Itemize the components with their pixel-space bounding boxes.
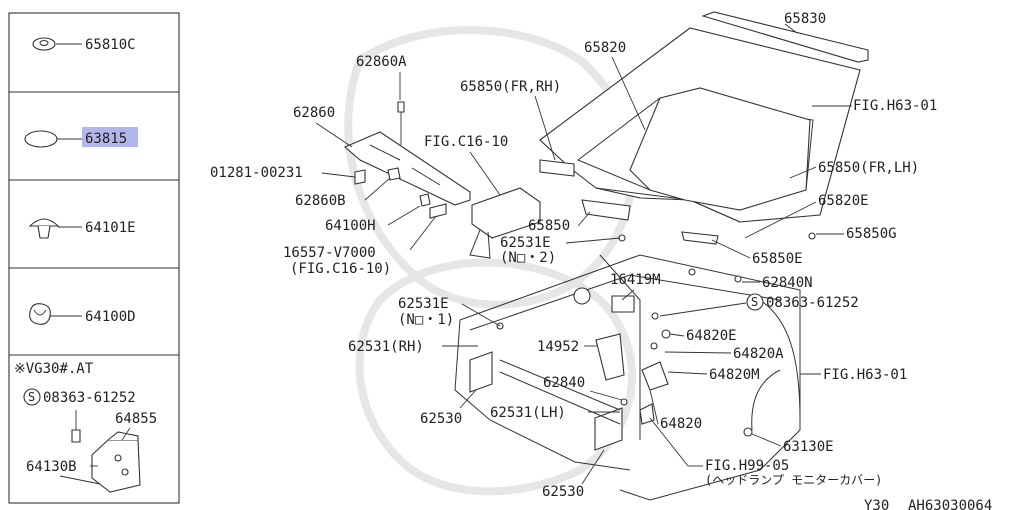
svg-text:S: S [28,390,35,404]
bracket-drawing [59,410,141,493]
option-bolt-label[interactable]: 08363-61252 [43,390,136,406]
callout-63130e[interactable]: 63130E [783,439,834,455]
part-label-64855[interactable]: 64855 [115,411,157,427]
callout-62531e-1[interactable]: 62531E [398,296,449,312]
callout-64820m[interactable]: 64820M [709,367,760,383]
callout-62531e-1-note: (N□・1) [398,312,454,328]
callout-62531-rh[interactable]: 62531(RH) [348,339,424,355]
hood-hinge-lh[interactable] [681,231,719,245]
part-cell-64100d[interactable]: 64100D [29,303,136,325]
callout-62530-bottom[interactable]: 62530 [542,484,584,500]
hood-insulator[interactable] [629,87,811,211]
watermark-emblem [344,26,637,496]
highlight-box [82,127,138,147]
part-label: 64100D [85,309,136,325]
callout-fig-c16[interactable]: FIG.C16-10 [424,134,508,150]
callout-65820e[interactable]: 65820E [818,193,869,209]
hood-seal[interactable] [701,11,869,63]
hood-hinge-rh[interactable] [581,199,631,221]
callout-64820[interactable]: 64820 [660,416,702,432]
callout-08363[interactable]: 08363-61252 [766,295,859,311]
callout-62531-lh[interactable]: 62531(LH) [490,405,566,421]
callout-62860a[interactable]: 62860A [356,54,407,70]
clip-icon [28,218,60,227]
hood-latch[interactable] [641,361,669,391]
vacuum-reservoir[interactable] [469,187,541,259]
callout-fig-h99[interactable]: FIG.H99-05 [705,458,789,474]
part-label: 64101E [85,220,136,236]
callout-01281[interactable]: 01281-00231 [210,165,303,181]
callout-62860b[interactable]: 62860B [295,193,346,209]
callout-64820a[interactable]: 64820A [733,346,784,362]
callout-65850[interactable]: 65850 [528,218,570,234]
callout-62840n[interactable]: 62840N [762,275,813,291]
callout-65820[interactable]: 65820 [584,40,626,56]
footer: Y30 AH63030064 [864,498,992,510]
part-cell-64101e[interactable]: 64101E [28,218,136,239]
callout-16419m[interactable]: 16419M [610,272,661,288]
part-label: 63815 [85,131,127,147]
plug-icon [24,130,58,148]
callout-65850-fr-rh[interactable]: 65850(FR,RH) [460,79,561,95]
callout-14952[interactable]: 14952 [537,339,579,355]
footer-diagram-code: AH63030064 [908,498,992,510]
option-section: ※VG30#.AT S 08363-61252 64855 64130B [14,361,157,493]
side-panel: 65810C 63815 64101E 64100D ※VG30#.AT [8,12,180,504]
callouts: 65830 65820 FIG.H63-01 65850(FR,RH) 6585… [210,11,937,500]
callout-64820e[interactable]: 64820E [686,328,737,344]
headlamp-opening-right [594,407,623,451]
headlamp-opening-left [469,351,493,393]
part-cell-63815[interactable]: 63815 [24,127,138,148]
part-label: 65810C [85,37,136,53]
svg-text:S: S [751,295,758,309]
callout-62531e-2-note: (N□・2) [500,250,556,266]
callout-62860[interactable]: 62860 [293,105,335,121]
part-label-64130b[interactable]: 64130B [26,459,77,475]
callout-16557-ref: (FIG.C16-10) [290,261,391,277]
bolt-symbol-icon [746,293,764,311]
cowl-bracket[interactable] [343,101,471,219]
callout-fig-h63-top[interactable]: FIG.H63-01 [853,98,937,114]
hood-lock[interactable] [595,333,625,381]
callout-16557[interactable]: 16557-V7000 [283,245,376,261]
callout-65850g[interactable]: 65850G [846,226,897,242]
callout-65830[interactable]: 65830 [784,11,826,27]
footer-model: Y30 [864,498,889,510]
callout-62531e-2[interactable]: 62531E [500,235,551,251]
bolt-symbol-icon [23,388,41,406]
part-cell-65810c[interactable]: 65810C [32,37,136,53]
callout-65850e[interactable]: 65850E [752,251,803,267]
callout-65850-fr-lh[interactable]: 65850(FR,LH) [818,160,919,176]
callout-62840[interactable]: 62840 [543,375,585,391]
callout-fig-h99-note: (ヘッドランプ モニターカバー) [705,473,882,487]
hood-assembly [539,11,869,223]
callout-64100h[interactable]: 64100H [325,218,376,234]
clip-icon [29,303,51,325]
callout-62530-left[interactable]: 62530 [420,411,462,427]
callout-fig-h63-right[interactable]: FIG.H63-01 [823,367,907,383]
option-note: ※VG30#.AT [14,361,94,377]
body-structure [454,159,816,501]
